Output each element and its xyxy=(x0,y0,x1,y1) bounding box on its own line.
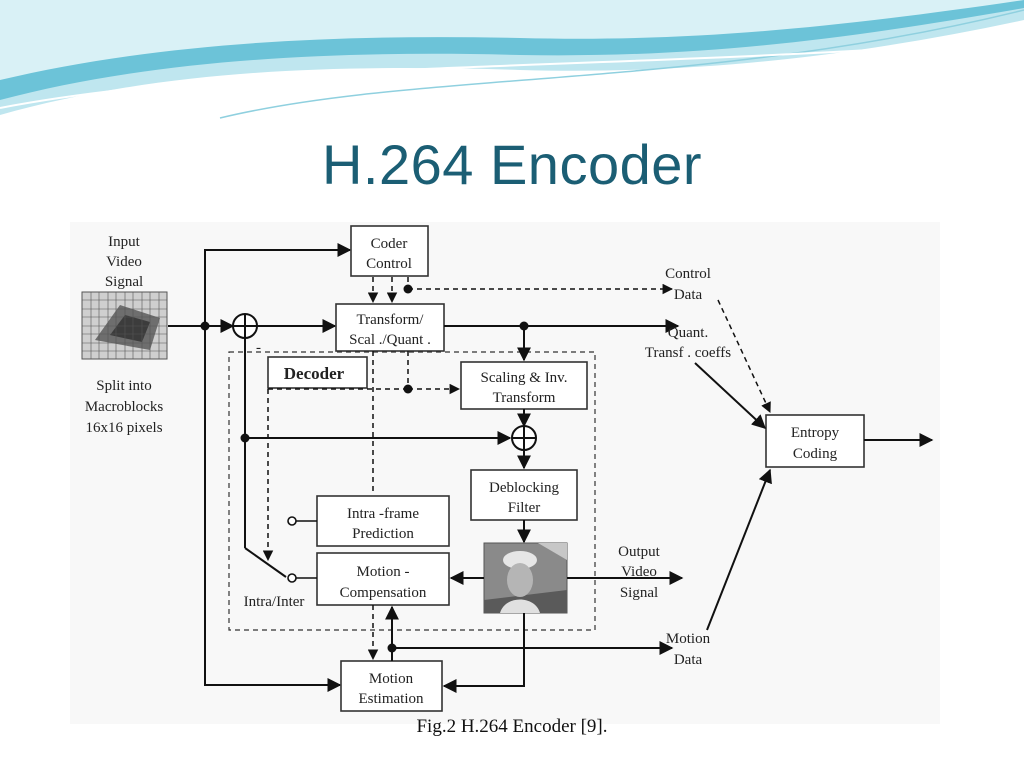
output-video-signal-label: Output Video Signal xyxy=(618,544,661,601)
split-label-line-3: 16x16 pixels xyxy=(85,420,162,436)
minus-sign: - xyxy=(256,340,261,356)
motion-data-label: Motion Data xyxy=(666,631,711,668)
decoder-label: Decoder xyxy=(284,364,345,383)
transform-line-1: Transform/ xyxy=(357,312,425,328)
motion-estimation-block: Motion Estimation xyxy=(340,660,443,712)
scaling-line-2: Transform xyxy=(493,390,556,406)
input-video-signal-label: Input Video Signal xyxy=(105,234,143,290)
entropy-coding-block: Entropy Coding xyxy=(765,414,865,468)
inter-switch-terminal xyxy=(287,573,297,583)
motion-comp-line-1: Motion - xyxy=(357,564,410,580)
quant-coeffs-label: Quant. Transf . coeffs xyxy=(645,325,731,361)
control-data-line-2: Data xyxy=(674,287,703,303)
output-line-2: Video xyxy=(621,564,657,580)
decoder-boundary xyxy=(228,351,596,631)
scaling-inverse-transform-block: Scaling & Inv. Transform xyxy=(460,361,588,410)
header-swoosh-decoration xyxy=(0,0,1024,119)
control-data-line-1: Control xyxy=(665,266,711,282)
input-label-line-2: Video xyxy=(106,254,142,270)
coder-control-line-2: Control xyxy=(366,256,412,272)
split-label-line-1: Split into xyxy=(96,378,151,394)
quant-line-1: Quant. xyxy=(668,325,708,341)
control-data-label: Control Data xyxy=(665,266,711,303)
output-frame-image xyxy=(483,542,568,614)
input-label-line-3: Signal xyxy=(105,274,143,290)
transform-quant-block: Transform/ Scal ./Quant . xyxy=(335,303,445,352)
output-line-3: Signal xyxy=(620,585,658,601)
quant-line-2: Transf . coeffs xyxy=(645,345,731,361)
entropy-line-1: Entropy xyxy=(791,425,840,441)
input-summing-junction xyxy=(232,313,258,339)
figure-caption: Fig.2 H.264 Encoder [9]. xyxy=(416,716,608,737)
motion-comp-line-2: Compensation xyxy=(340,585,427,601)
input-label-line-1: Input xyxy=(108,234,140,250)
split-label-line-2: Macroblocks xyxy=(85,399,163,415)
intra-frame-prediction-block: Intra -frame Prediction xyxy=(316,495,450,547)
decoder-label-box: Decoder xyxy=(267,356,368,389)
intra-line-1: Intra -frame xyxy=(347,506,419,522)
deblocking-line-1: Deblocking xyxy=(489,480,559,496)
intra-line-2: Prediction xyxy=(352,526,414,542)
coder-control-line-1: Coder xyxy=(371,236,408,252)
deblocking-filter-block: Deblocking Filter xyxy=(470,469,578,521)
deblocking-line-2: Filter xyxy=(508,500,541,516)
motion-data-line-2: Data xyxy=(674,652,703,668)
motion-est-line-1: Motion xyxy=(369,671,414,687)
motion-data-junction-dot xyxy=(387,643,397,653)
transform-line-2: Scal ./Quant . xyxy=(349,332,431,348)
intra-switch-terminal xyxy=(287,516,297,526)
reconstruction-summing-junction xyxy=(511,425,537,451)
motion-est-line-2: Estimation xyxy=(359,691,424,707)
motion-compensation-block: Motion - Compensation xyxy=(316,552,450,606)
output-line-1: Output xyxy=(618,544,661,560)
entropy-line-2: Coding xyxy=(793,446,838,462)
slide-title: H.264 Encoder xyxy=(321,133,703,196)
split-macroblocks-label: Split into Macroblocks 16x16 pixels xyxy=(85,378,163,436)
motion-data-line-1: Motion xyxy=(666,631,711,647)
intra-inter-label: Intra/Inter xyxy=(244,594,305,610)
macroblock-grid-image xyxy=(81,291,168,360)
scaling-line-1: Scaling & Inv. xyxy=(481,370,568,386)
coder-control-block: Coder Control xyxy=(350,225,429,277)
